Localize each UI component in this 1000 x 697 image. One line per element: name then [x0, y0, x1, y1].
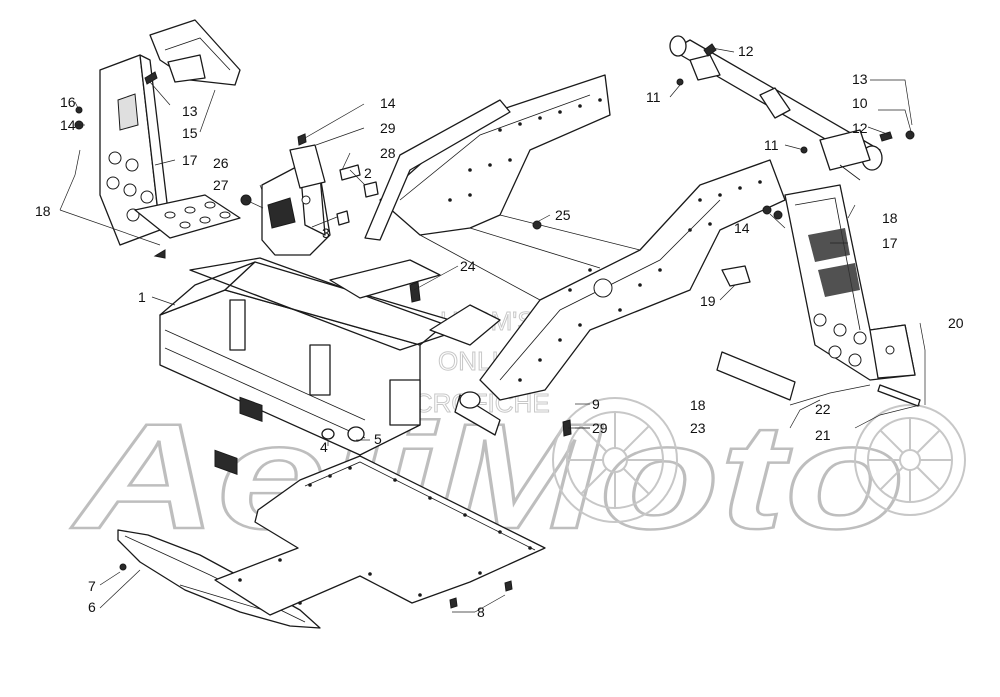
- callout-8: 8: [477, 604, 485, 620]
- callout-14a: 14: [60, 117, 76, 133]
- callout-14c: 14: [734, 220, 750, 236]
- callout-2: 2: [364, 165, 372, 181]
- callout-14b: 14: [380, 95, 396, 111]
- tunnel-top: [419, 214, 641, 301]
- engine-mount-bracket: [261, 164, 331, 256]
- steering-post: [669, 35, 883, 181]
- callout-29a: 29: [380, 120, 396, 136]
- watermark-wheel: [552, 397, 966, 523]
- callout-18a: 18: [35, 203, 51, 219]
- callout-9: 9: [592, 396, 600, 412]
- right-side-panel: [784, 184, 916, 381]
- callout-6: 6: [88, 599, 96, 615]
- bracket-19: [721, 265, 751, 287]
- callout-21: 21: [815, 427, 831, 443]
- callout-20: 20: [948, 315, 964, 331]
- right-rail: [479, 159, 786, 401]
- callout-12b: 12: [852, 120, 868, 136]
- callout-28: 28: [380, 145, 396, 161]
- support-strips: [716, 351, 921, 407]
- callout-19: 19: [700, 293, 716, 309]
- small-bracket: [289, 144, 379, 226]
- callout-5: 5: [374, 431, 382, 447]
- callout-22: 22: [815, 401, 831, 417]
- callout-17b: 17: [882, 235, 898, 251]
- callout-27: 27: [213, 177, 229, 193]
- left-side-panel: [99, 54, 241, 259]
- callout-7: 7: [88, 578, 96, 594]
- leader-lines: [59, 47, 926, 613]
- callout-1: 1: [138, 289, 146, 305]
- fasteners: [74, 43, 915, 609]
- front-frame: [159, 257, 501, 475]
- callout-11a: 11: [646, 89, 661, 105]
- floor-plate: [214, 455, 546, 616]
- callout-23: 23: [690, 420, 706, 436]
- callout-15: 15: [182, 125, 198, 141]
- callout-4: 4: [320, 439, 328, 455]
- callout-24: 24: [460, 258, 476, 274]
- callout-16: 16: [60, 94, 76, 110]
- callout-13b: 13: [852, 71, 868, 87]
- callout-12a: 12: [738, 43, 754, 59]
- callout-13a: 13: [182, 103, 198, 119]
- callout-17a: 17: [182, 152, 198, 168]
- left-upper-bracket: [149, 19, 241, 86]
- left-rail: [364, 74, 611, 241]
- spacer-group: [321, 426, 365, 442]
- callout-numbers: 1 2 3 4 5 6 7 8 9 10 11 11 12 12 13 13 1…: [35, 43, 964, 620]
- callout-11b: 11: [764, 137, 779, 153]
- callout-18c: 18: [690, 397, 706, 413]
- callout-29b: 29: [592, 420, 608, 436]
- callout-18b: 18: [882, 210, 898, 226]
- callout-26: 26: [213, 155, 229, 171]
- callout-10: 10: [852, 95, 868, 111]
- callout-3: 3: [322, 225, 330, 241]
- callout-25: 25: [555, 207, 571, 223]
